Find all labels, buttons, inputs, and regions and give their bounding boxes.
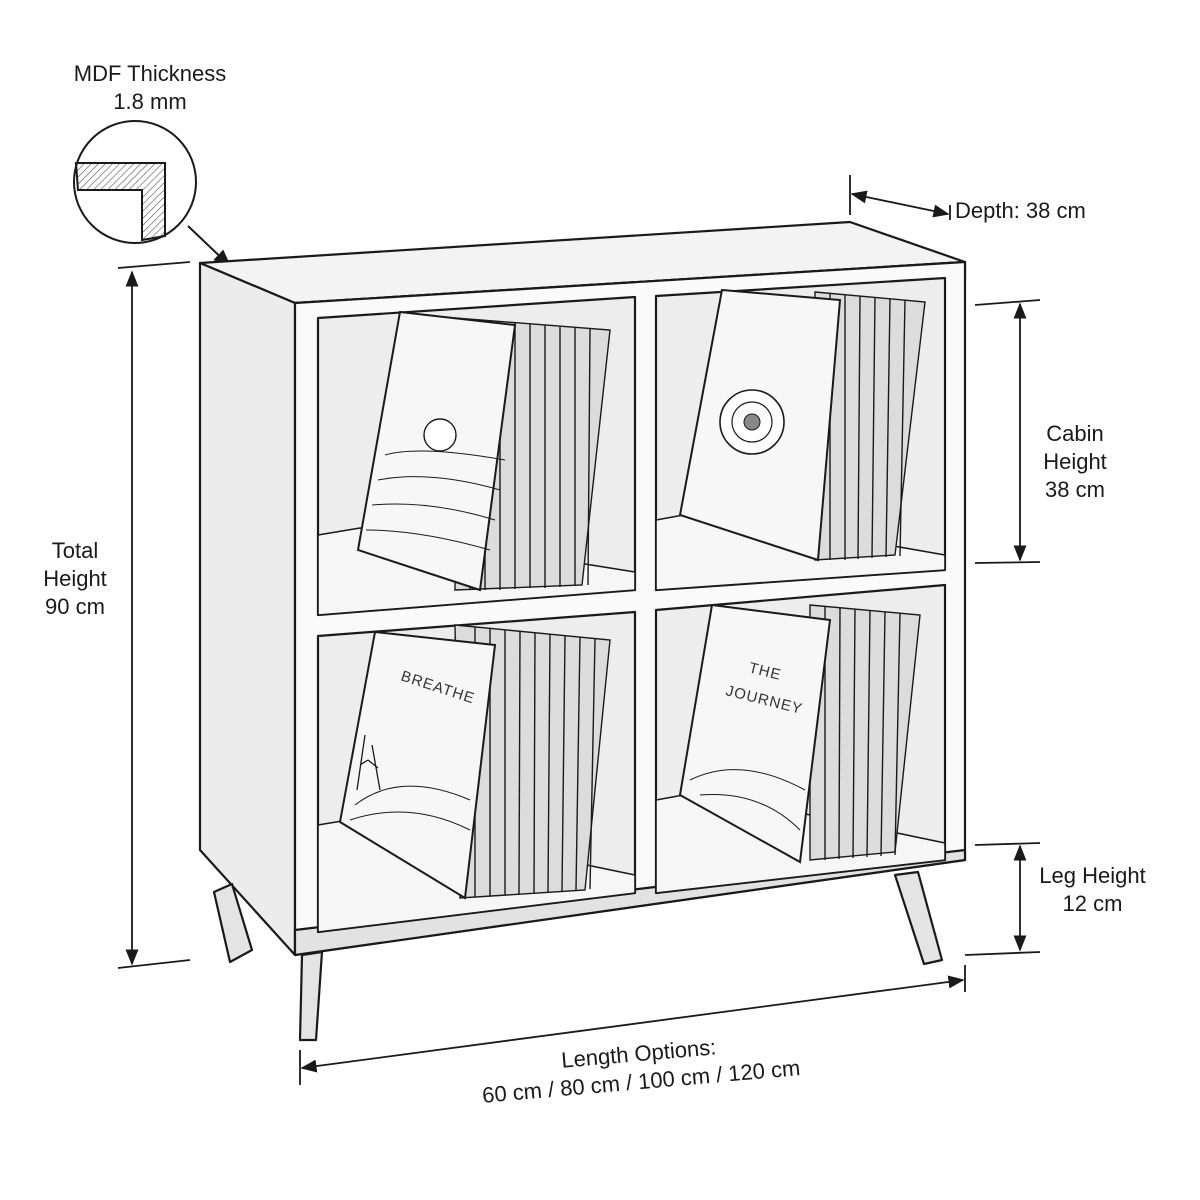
cabin-height-line2: Height	[1043, 449, 1107, 474]
vinyl-stack-bottom-left: BREATHE	[338, 624, 611, 900]
total-height-value: 90 cm	[45, 594, 105, 619]
road-illustration	[689, 769, 806, 831]
leg-front-right	[893, 870, 944, 966]
depth-label: Depth: 38 cm	[955, 198, 1086, 223]
cabin-height-value: 38 cm	[1045, 477, 1105, 502]
total-height-line1: Total	[51, 538, 99, 563]
leg-front-left	[298, 950, 324, 1042]
dimension-lines	[117, 175, 1041, 1085]
mdf-detail-callout	[73, 120, 232, 268]
depth-arrow	[850, 190, 950, 218]
mdf-thickness-label: MDF Thickness 1.8 mm	[50, 60, 250, 116]
sun-illustration	[423, 418, 457, 452]
leg-height-value: 12 cm	[1062, 891, 1123, 916]
cabin-height-label: Cabin Height 38 cm	[1025, 420, 1125, 504]
leg-height-title: Leg Height	[1039, 863, 1146, 888]
total-height-line2: Height	[43, 566, 107, 591]
vinyl-stack-bottom-right: THE JOURNEY	[678, 603, 921, 864]
mdf-thickness-title: MDF Thickness	[73, 61, 227, 86]
record-cover-the-journey	[678, 603, 832, 864]
cabinet-side-panel	[198, 261, 297, 957]
leg-back-left	[212, 882, 254, 964]
record-cover-breathe	[338, 630, 497, 900]
pine-tree-illustration	[356, 734, 381, 791]
length-arrow	[300, 975, 965, 1073]
mdf-thickness-value: 1.8 mm	[113, 89, 187, 114]
cabin-height-line1: Cabin	[1046, 421, 1104, 446]
vinyl-stack-top-left	[356, 310, 611, 592]
total-height-label: Total Height 90 cm	[20, 537, 130, 621]
vinyl-stack-top-right	[678, 288, 926, 562]
leg-height-label: Leg Height 12 cm	[1025, 862, 1160, 918]
